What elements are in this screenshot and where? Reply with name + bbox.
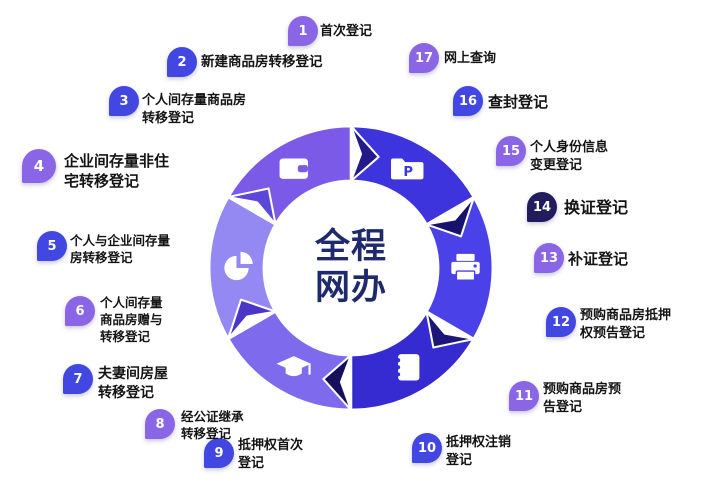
- wallet-icon: [279, 158, 308, 179]
- item-badge-7: 7: [63, 364, 93, 394]
- notebook-icon: [396, 354, 420, 381]
- item-badge-17: 17: [409, 43, 439, 73]
- item-badge-5: 5: [37, 231, 67, 261]
- item-label-13: 补证登记: [568, 250, 629, 268]
- item-badge-1: 1: [288, 16, 318, 46]
- item-label-17: 网上查询: [444, 51, 497, 66]
- item-label-6: 个人间存量 商品房赠与 转移登记: [100, 295, 163, 344]
- item-badge-11: 11: [509, 381, 539, 411]
- arrowhead-icon: [322, 354, 353, 411]
- item-label-16: 查封登记: [488, 93, 549, 111]
- item-label-11: 预购商品房预 告登记: [543, 382, 622, 415]
- item-label-3: 个人间存量商品房 转移登记: [142, 93, 247, 126]
- svg-text:P: P: [403, 165, 413, 180]
- item-badge-15: 15: [496, 136, 526, 166]
- item-badge-3: 3: [109, 86, 139, 116]
- item-label-15: 个人身份信息 变更登记: [530, 140, 609, 173]
- arrowhead-icon: [425, 196, 475, 238]
- item-label-1: 首次登记: [320, 24, 373, 39]
- item-label-10: 抵押权注销 登记: [446, 435, 512, 468]
- item-badge-10: 10: [412, 433, 442, 463]
- item-label-2: 新建商品房转移登记: [201, 54, 323, 70]
- arrowhead-icon: [227, 187, 277, 226]
- item-label-7: 夫妻间房屋 转移登记: [98, 366, 168, 401]
- arrowhead-icon: [227, 298, 277, 340]
- item-label-9: 抵押权首次 登记: [238, 438, 304, 471]
- item-badge-8: 8: [145, 409, 175, 439]
- center-disc: [265, 182, 437, 354]
- item-label-14: 换证登记: [564, 198, 629, 217]
- circular-arrow-ring: P: [207, 124, 495, 412]
- item-label-4: 企业间存量非住 宅转移登记: [64, 152, 170, 191]
- arrowhead-icon: [349, 125, 380, 182]
- item-badge-6: 6: [65, 296, 95, 326]
- item-badge-4: 4: [22, 149, 56, 183]
- item-label-12: 预购商品房抵押 权预告登记: [580, 308, 672, 341]
- item-badge-13: 13: [534, 243, 564, 273]
- item-label-8: 经公证继承 转移登记: [181, 409, 244, 441]
- folder-p-icon: P: [391, 158, 424, 180]
- item-badge-12: 12: [546, 307, 576, 337]
- item-label-5: 个人与企业间存量 房转移登记: [70, 233, 171, 265]
- pie-chart-icon: [224, 251, 253, 281]
- item-badge-2: 2: [167, 47, 197, 77]
- item-badge-16: 16: [453, 86, 483, 116]
- item-badge-14: 14: [527, 192, 557, 222]
- arrowhead-icon: [425, 310, 475, 349]
- printer-icon: [451, 253, 480, 281]
- item-badge-9: 9: [204, 438, 234, 468]
- center-title: 全程 网办: [314, 227, 387, 309]
